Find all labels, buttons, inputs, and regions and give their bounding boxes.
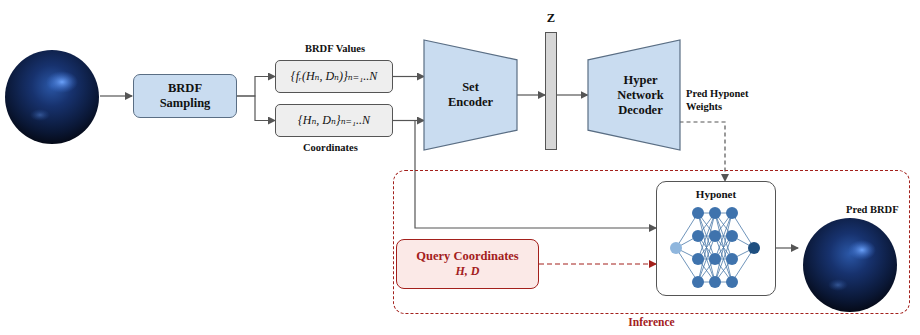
- node-text: Inference: [628, 316, 674, 330]
- node-text: {Hₙ, Dₙ}ₙ₌₁..N: [298, 113, 370, 127]
- output-arrow: [775, 247, 798, 248]
- node-text: Hyponet: [696, 188, 736, 201]
- node-text: BRDF Sampling: [153, 81, 217, 111]
- node-text: Z: [547, 11, 555, 26]
- data-caption: Coordinates: [303, 142, 358, 155]
- encoder-trapezoid: Set Encoder: [424, 40, 517, 150]
- inference-region: InferenceHyponetQuery CoordinatesH, D: [393, 170, 910, 314]
- connector-arrow: [237, 77, 275, 97]
- data-box: {fᵣ(Hₙ, Dₙ)}ₙ₌₁..N: [275, 60, 393, 93]
- latent-bar: Z: [545, 32, 557, 150]
- input-sphere: [5, 50, 99, 144]
- node-text: H, D: [456, 264, 480, 278]
- node-text: Hyper Network Decoder: [609, 73, 673, 118]
- sphere-arrow: [100, 95, 132, 96]
- hyponet-fill: [655, 180, 775, 295]
- node-text: {fᵣ(Hₙ, Dₙ)}ₙ₌₁..N: [291, 69, 377, 83]
- output-caption: Pred Hyponet Weights: [686, 88, 752, 113]
- connector-arrow: [680, 122, 726, 181]
- data-caption: BRDF Values: [305, 43, 365, 56]
- process-box: BRDF Sampling: [133, 74, 237, 118]
- node-text: Set Encoder: [439, 80, 503, 110]
- output-caption: Pred BRDF: [846, 204, 899, 217]
- predicted-sphere: [803, 218, 897, 312]
- connector-arrow: [557, 94, 588, 95]
- data-box: {Hₙ, Dₙ}ₙ₌₁..N: [275, 104, 393, 137]
- neural-network-icon: [670, 207, 760, 288]
- query-box: Query CoordinatesH, D: [396, 239, 539, 289]
- hyponet-box: Hyponet: [656, 181, 776, 296]
- connector-arrow: [393, 76, 424, 77]
- connector-arrow: [539, 263, 656, 264]
- connector-arrow: [517, 94, 545, 95]
- connector-arrow: [237, 96, 275, 121]
- node-text: Query Coordinates: [416, 249, 518, 264]
- decoder-trapezoid: Hyper Network Decoder: [588, 40, 680, 150]
